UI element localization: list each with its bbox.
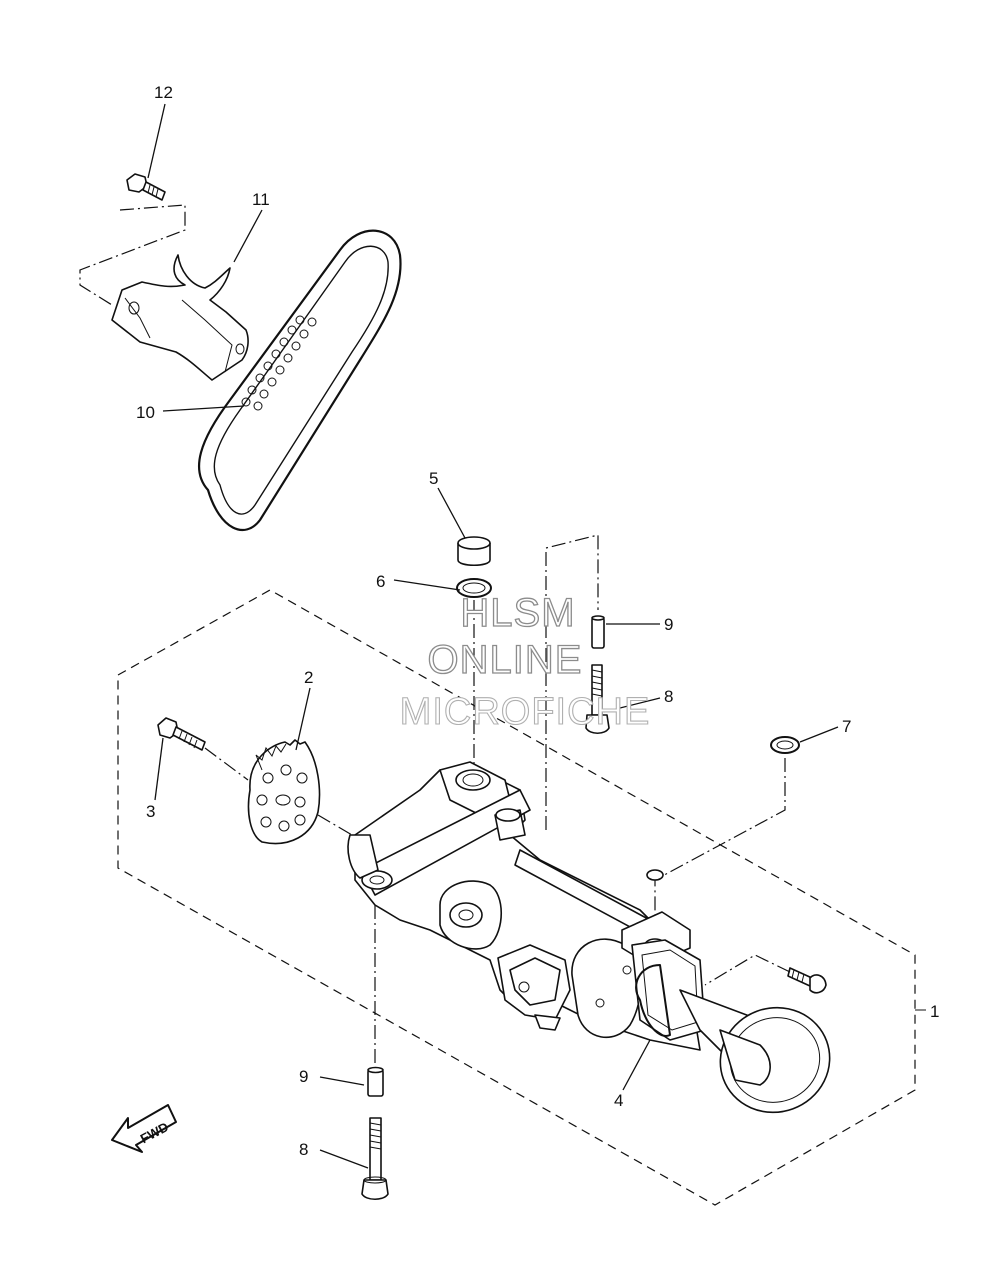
callout-4: 4 [614, 1091, 623, 1110]
watermark: HLSM ONLINE MICROFICHE [399, 590, 651, 733]
watermark-line-2: ONLINE [428, 638, 583, 682]
timing-chain [197, 229, 402, 531]
strainer-gasket [635, 964, 671, 1037]
callout-10: 10 [136, 403, 155, 422]
callout-3: 3 [146, 802, 155, 821]
leader-lines [147, 103, 839, 1169]
callout-11: 11 [252, 190, 270, 209]
oil-strainer [679, 989, 831, 1114]
callout-8-upper: 8 [664, 687, 673, 706]
dowel-pin-upper [591, 615, 605, 649]
bolt-guide-axis [79, 204, 186, 306]
seal [770, 736, 800, 754]
callouts: 12 11 10 5 6 9 8 7 2 3 1 4 9 8 [136, 83, 939, 1159]
dowel-pin-lower [367, 1066, 384, 1097]
callout-12: 12 [154, 83, 173, 102]
forward-direction-arrow: FWD [111, 1104, 177, 1153]
watermark-line-3: MICROFICHE [400, 691, 651, 733]
callout-1: 1 [930, 1002, 939, 1021]
callout-9-upper: 9 [664, 615, 673, 634]
screw-axis [704, 954, 791, 986]
sprocket-bolt [157, 717, 206, 751]
callout-7: 7 [842, 717, 851, 736]
o-ring [456, 578, 492, 598]
callout-8-lower: 8 [299, 1140, 308, 1159]
pump-bolt-upper [585, 664, 610, 735]
sprocket-pump-axis [317, 814, 353, 836]
pump-bolt-lower [361, 1117, 389, 1201]
pump-sprocket [247, 739, 321, 845]
upper-bolt-axis [545, 534, 599, 830]
guide-bolt [126, 173, 166, 201]
oil-pump-body [347, 761, 706, 1051]
watermark-line-1: HLSM [460, 591, 575, 635]
sprocket-bolt-axis [204, 747, 249, 781]
callout-5: 5 [429, 469, 438, 488]
assembly-boundary [117, 589, 916, 1206]
collar [457, 536, 491, 567]
chain-guide [111, 254, 249, 381]
callout-6: 6 [376, 572, 385, 591]
seal-axis [654, 758, 786, 935]
callout-2: 2 [304, 668, 313, 687]
strainer-screw [787, 967, 827, 994]
callout-9-lower: 9 [299, 1067, 308, 1086]
